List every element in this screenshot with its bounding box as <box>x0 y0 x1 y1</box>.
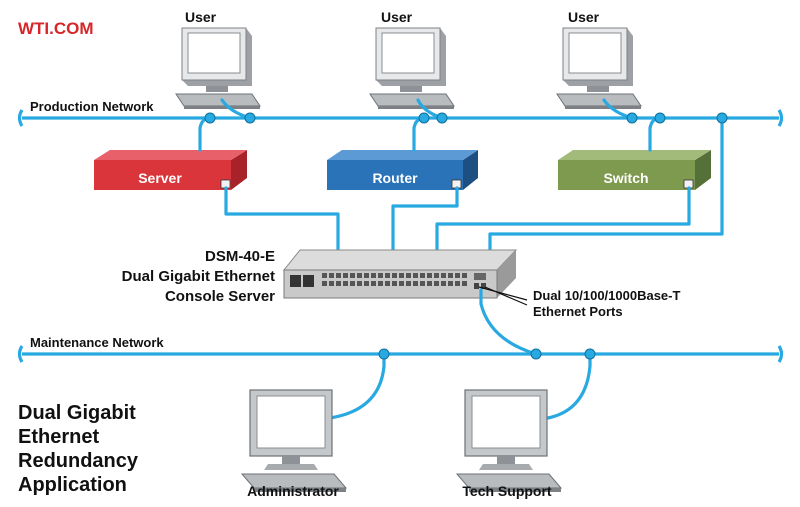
console-server-desc-1: Dual Gigabit Ethernet <box>122 268 275 285</box>
server-label: Server <box>138 170 182 186</box>
ethernet-port-2 <box>481 283 486 289</box>
diagram-caption: Dual Gigabit Ethernet Redundancy Applica… <box>18 402 139 496</box>
server-console-cable <box>224 186 340 276</box>
switch-label: Switch <box>603 170 648 186</box>
console-ports <box>322 273 467 286</box>
console-server-desc-2: Console Server <box>165 288 275 305</box>
maintenance-network-bus <box>17 345 784 363</box>
caption-line-3: Redundancy <box>18 450 139 472</box>
user-workstation-3: User <box>556 9 642 110</box>
user-label-1: User <box>185 9 217 25</box>
caption-line-2: Ethernet <box>18 426 99 448</box>
console-server-maintenance-cable <box>479 288 538 356</box>
console-server-device <box>282 249 518 299</box>
caption-line-1: Dual Gigabit <box>18 402 136 424</box>
tech-support-label: Tech Support <box>462 483 552 499</box>
administrator-workstation: Administrator <box>241 389 347 499</box>
administrator-cable <box>328 352 386 420</box>
user-label-3: User <box>568 9 600 25</box>
ports-callout-line2: Ethernet Ports <box>533 304 623 319</box>
router-label: Router <box>372 170 418 186</box>
user-workstation-2: User <box>369 9 455 110</box>
production-network-bus <box>17 109 784 127</box>
console-server-model: DSM-40-E <box>205 248 275 265</box>
administrator-label: Administrator <box>247 483 339 499</box>
production-network-label: Production Network <box>30 99 154 114</box>
router-device: Router <box>327 150 478 190</box>
ethernet-port-1 <box>474 283 479 289</box>
switch-console-cable <box>435 186 691 276</box>
caption-line-4: Application <box>18 474 127 496</box>
ports-callout-leaders <box>478 286 528 306</box>
server-device: Server <box>94 150 247 190</box>
ports-callout-line1: Dual 10/100/1000Base-T <box>533 288 680 303</box>
console-server-production-cable <box>488 116 724 284</box>
bus-junctions <box>204 112 728 360</box>
user-label-2: User <box>381 9 413 25</box>
router-console-cable <box>391 186 459 276</box>
tech-support-cable <box>546 352 592 420</box>
switch-device: Switch <box>558 150 711 190</box>
maintenance-network-label: Maintenance Network <box>30 335 164 350</box>
tech-support-workstation: Tech Support <box>456 389 562 499</box>
user-workstation-1: User <box>175 9 261 110</box>
brand-logo[interactable]: WTI.COM <box>18 19 94 38</box>
